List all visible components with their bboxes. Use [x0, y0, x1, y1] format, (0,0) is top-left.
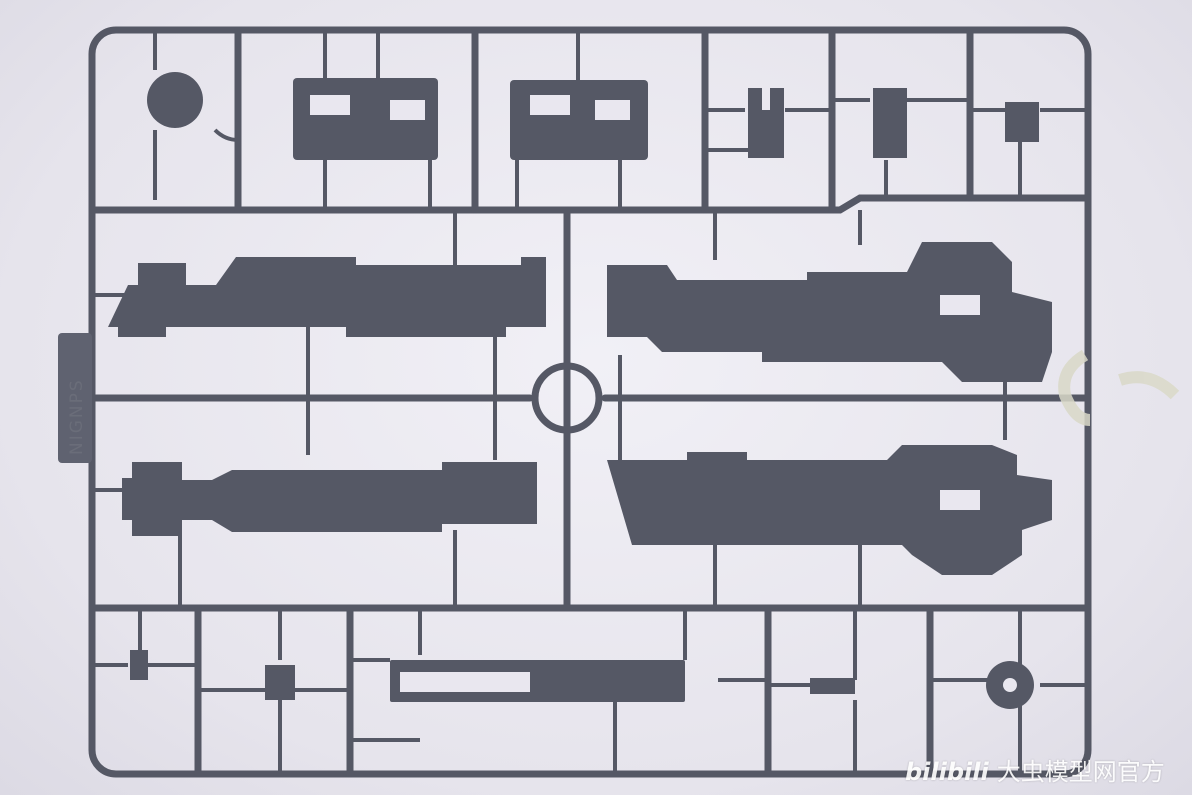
name-tag: NIGNPS [58, 333, 92, 463]
watermark-logo: bilibili [905, 758, 989, 786]
gates [92, 30, 1088, 774]
parts [108, 72, 1052, 709]
watermark-text: 大虫模型网官方 [996, 758, 1165, 786]
part-cutouts [310, 95, 1017, 692]
clear-part [1058, 349, 1180, 426]
name-tag-text: NIGNPS [67, 378, 87, 455]
